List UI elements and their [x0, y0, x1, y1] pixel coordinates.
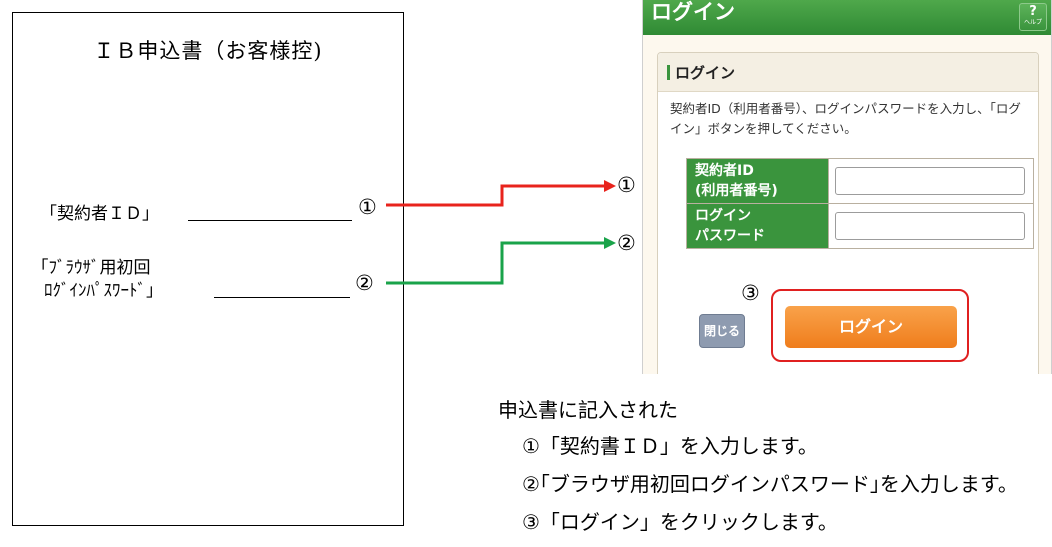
contract-id-underline	[188, 220, 352, 221]
contract-id-cell	[828, 158, 1034, 204]
password-label-line2: パスワード	[695, 228, 765, 244]
login-button[interactable]: ログイン	[785, 306, 957, 348]
password-cell	[828, 203, 1034, 249]
marker-2: ②	[355, 271, 374, 295]
browser-password-underline	[214, 297, 350, 298]
contract-id-label-line1: 契約者ID	[695, 163, 754, 179]
section-header: ログイン	[658, 53, 1038, 92]
instruction-intro: 申込書に記入された	[498, 398, 678, 422]
close-button[interactable]: 閉じる	[699, 314, 745, 348]
section-title: ログイン	[675, 64, 736, 82]
password-row: ログイン パスワード	[686, 203, 1034, 249]
green-arrow-head	[604, 237, 616, 249]
header-title: ログイン	[651, 0, 735, 24]
login-button-highlight	[771, 289, 969, 362]
password-input[interactable]	[835, 212, 1025, 240]
marker-3: ③	[741, 281, 760, 305]
contract-id-label: 「契約者ＩＤ」	[40, 204, 159, 224]
form-title: ＩＢ申込書（お客様控)	[93, 39, 323, 63]
instruction-step-2: ②｢ブラウザ用初回ログインパスワード｣を入力します。	[522, 472, 1018, 496]
help-button[interactable]: ? ヘルプ	[1019, 3, 1047, 31]
red-arrow-head	[604, 180, 616, 192]
contract-id-field-label: 契約者ID (利用者番号)	[686, 158, 829, 204]
instruction-step-3: ③「ログイン」をクリックします。	[522, 510, 838, 534]
target-marker-1: ①	[617, 173, 636, 197]
instruction-step-1: ①「契約書ＩＤ」を入力します。	[522, 434, 818, 458]
app-header: ログイン ? ヘルプ	[643, 0, 1051, 35]
login-instructions: 契約者ID（利用者番号）、ログインパスワードを入力し、「ログイン」ボタンを押して…	[670, 101, 1021, 136]
contract-id-label-line2: (利用者番号)	[695, 183, 778, 199]
help-icon: ?	[1029, 4, 1037, 19]
contract-id-input[interactable]	[835, 167, 1025, 195]
login-fields: 契約者ID (利用者番号) ログイン パスワード	[686, 158, 1034, 249]
browser-password-label-line2: ﾛｸﾞｲﾝﾊﾟｽﾜｰﾄﾞ｣	[44, 281, 155, 301]
help-label: ヘルプ	[1023, 19, 1042, 26]
password-field-label: ログイン パスワード	[686, 203, 829, 249]
red-arrow-line	[386, 184, 604, 207]
contract-id-row: 契約者ID (利用者番号)	[686, 158, 1034, 204]
login-screen: ログイン ? ヘルプ ログイン 契約者ID（利用者番号）、ログインパスワードを入…	[642, 0, 1052, 374]
green-arrow-line	[386, 241, 604, 285]
section-header-bar	[667, 65, 670, 80]
marker-1: ①	[358, 195, 377, 219]
application-form: ＩＢ申込書（お客様控)	[12, 12, 404, 526]
password-label-line1: ログイン	[695, 208, 751, 224]
browser-password-label-line1: ｢ﾌﾞﾗｳｻﾞ用初回	[40, 258, 151, 278]
target-marker-2: ②	[617, 231, 636, 255]
